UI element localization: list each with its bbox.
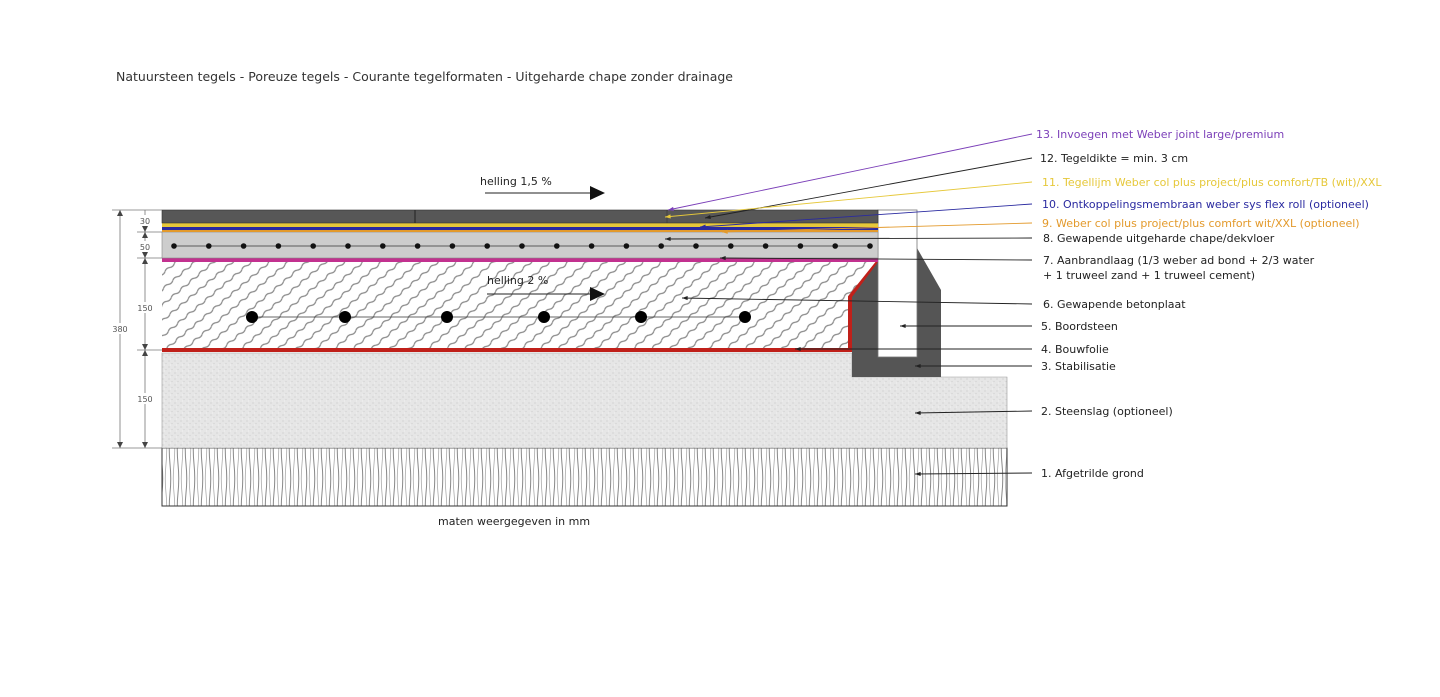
leader-arrowhead-icon [722,229,728,234]
label-6: 6. Gewapende betonplaat [1043,298,1186,311]
units-note: maten weergegeven in mm [438,515,590,528]
rebar-dot [345,243,351,249]
leader-arrowhead-icon [665,236,671,242]
rebar-bar [441,311,453,323]
leader-line-6 [681,297,1033,305]
label-5: 5. Boordsteen [1041,320,1118,333]
dim-tile: 30 [140,217,150,226]
rebar-dot [554,243,560,249]
leader-arrowhead-icon [705,214,711,220]
diagram-title: Natuursteen tegels - Poreuze tegels - Co… [116,69,733,84]
label-1: 1. Afgetrilde grond [1041,467,1144,480]
layer-betonplaat [162,262,878,350]
label-10: 10. Ontkoppelingsmembraan weber sys flex… [1042,198,1369,211]
rebar-dot [240,243,247,249]
rebar-dot [414,243,421,249]
rebar-dot [832,243,838,249]
label-3: 3. Stabilisatie [1041,360,1116,373]
leader-arrowhead-icon [668,206,674,211]
dim-gravel: 150 [137,395,152,404]
rebar-dot [275,243,282,249]
label-7-line2: + 1 truweel zand + 1 truweel cement) [1043,269,1255,282]
leader-arrowhead-icon [900,323,906,329]
leader-arrowhead-icon [700,224,706,229]
slope-arrow-top-icon [590,186,605,200]
dim-slab: 150 [137,304,152,313]
leader-arrowhead-icon [720,255,726,261]
rebar-dot [484,243,491,249]
layer-afgetrilde-grond [161,447,1008,507]
layer-aanbrandlaag [162,258,878,262]
rebar-bar [635,311,647,323]
leader-line-7 [719,257,1033,261]
rebar-dot [693,243,699,249]
screed-rebar-dots [171,243,873,249]
layer-ontkoppelingsmembraan [162,227,878,230]
slab-rebar-dots [246,311,751,323]
leader-line-13 [667,133,1033,211]
leader-line-10 [699,203,1033,228]
legend-labels: 13. Invoegen met Weber joint large/premi… [1036,128,1382,480]
rebar-dot [171,243,177,249]
boordsteen [852,248,941,377]
layer-bouwfolie [162,260,880,352]
rebar-dot [449,243,456,249]
leader-line-11 [664,181,1033,218]
label-12: 12. Tegeldikte = min. 3 cm [1040,152,1188,165]
curb-channel [877,209,918,358]
slope-label-slab: helling 2 % [487,274,548,287]
leader-line-1 [914,472,1033,475]
dim-screed: 50 [140,243,150,252]
leader-arrowhead-icon [665,214,671,219]
leader-arrowhead-icon [682,296,688,301]
leader-arrowhead-icon [915,363,921,369]
rebar-dot [380,243,386,249]
leader-line-9 [721,222,1033,233]
slope-arrow-slab-icon [590,287,605,301]
dim-total: 380 [112,325,127,334]
label-4: 4. Bouwfolie [1041,343,1109,356]
rebar-dot [519,243,525,249]
rebar-bar [739,311,751,323]
rebar-dot [728,243,734,249]
leader-line-12 [704,157,1033,219]
rebar-dot [623,243,630,249]
leader-arrowhead-icon [915,410,921,415]
rebar-dot [762,243,769,249]
label-9: 9. Weber col plus project/plus comfort w… [1042,217,1360,230]
label-2: 2. Steenslag (optioneel) [1041,405,1173,418]
layer-tegellijm [162,223,878,227]
rebar-dot [310,243,317,249]
label-7: 7. Aanbrandlaag (1/3 weber ad bond + 2/3… [1043,254,1315,267]
leader-line-8 [664,237,1033,240]
label-8: 8. Gewapende uitgeharde chape/dekvloer [1043,232,1275,245]
leader-lines [664,133,1033,477]
layer-tegels [161,209,879,224]
rebar-dot [867,243,873,249]
label-13: 13. Invoegen met Weber joint large/premi… [1036,128,1284,141]
label-11: 11. Tegellijm Weber col plus project/plu… [1042,176,1382,189]
dimension-arrows [117,210,148,448]
rebar-bar [339,311,351,323]
rebar-bar [538,311,550,323]
slope-label-top: helling 1,5 % [480,175,552,188]
rebar-dot [206,243,212,249]
leader-arrowhead-icon [795,346,801,352]
leader-line-2 [914,410,1033,414]
rebar-dot [658,243,664,249]
rebar-dot [797,243,804,249]
rebar-dot [588,243,595,249]
rebar-bar [246,311,258,323]
leader-arrowhead-icon [915,471,921,477]
layer-weber-col-optioneel [162,230,878,232]
